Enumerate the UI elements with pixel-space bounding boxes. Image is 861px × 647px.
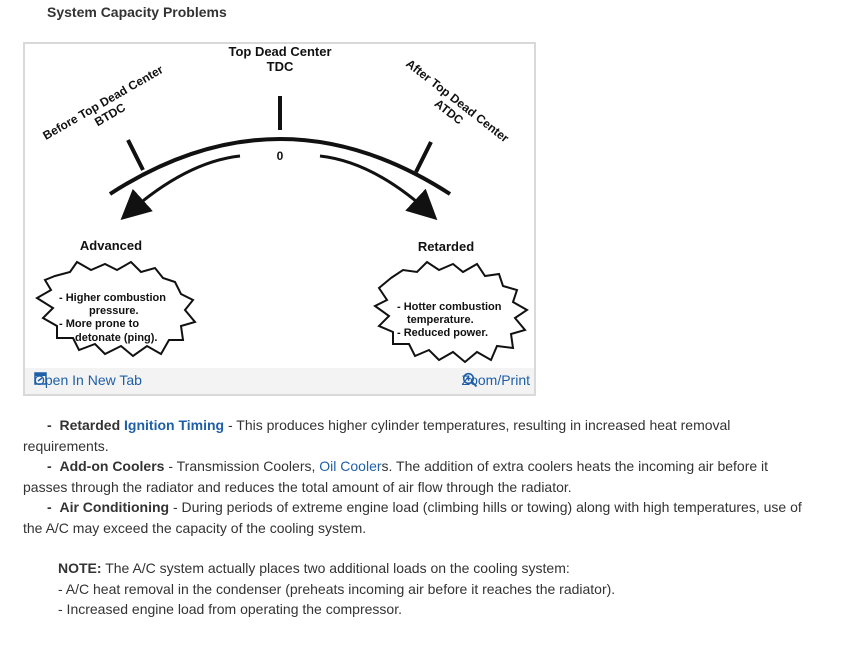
item-lead: Air Conditioning [59, 499, 170, 515]
article-body: - Retarded Ignition Timing - This produc… [23, 415, 813, 620]
bullet: - [47, 458, 52, 474]
retarded-bubble-line-1: - Hotter combustion [397, 301, 502, 313]
item-text: - During periods of extreme engine load … [23, 499, 802, 536]
ignition-timing-link[interactable]: Ignition Timing [124, 417, 225, 433]
note-text: The A/C system actually places two addit… [101, 560, 570, 576]
timing-arc-outer [108, 137, 452, 196]
item-lead: Add-on Coolers [59, 458, 165, 474]
open-new-tab-icon [34, 372, 47, 385]
note-line-1: - A/C heat removal in the condenser (pre… [58, 580, 616, 597]
atdc-title: After Top Dead Center [403, 56, 512, 145]
figure-toolbar: Open In New Tab Zoom/Print [25, 368, 534, 394]
open-in-new-tab-label: Open In New Tab [34, 372, 142, 388]
advance-arrow [120, 154, 241, 221]
retarded-label: Retarded [418, 239, 474, 254]
btdc-tick [126, 139, 145, 171]
item-text: - This produces higher cylinder temperat… [23, 417, 731, 454]
advanced-bubble-line-2: pressure. [89, 305, 139, 317]
note: NOTE: The A/C system actually places two… [23, 558, 813, 579]
item-lead: Retarded [59, 417, 121, 433]
zoom-in-icon [462, 372, 477, 388]
atdc-tick [414, 141, 433, 173]
zoom-print-link[interactable]: Zoom/Print [462, 372, 530, 388]
zero-label: 0 [277, 149, 284, 163]
note-label: NOTE: [58, 560, 102, 576]
bullet: - [47, 417, 52, 433]
item-text: s. The addition of extra coolers heats t… [23, 458, 769, 495]
retarded-starburst [373, 260, 529, 364]
item-add-on-coolers: - Add-on Coolers - Transmission Coolers,… [23, 456, 813, 497]
btdc-title: Before Top Dead Center [40, 62, 165, 143]
retard-arrow [319, 154, 438, 221]
advanced-bubble-line-3: - More prone to [59, 318, 139, 330]
timing-diagram: 0 Top Dead Center TDC Before Top Dead Ce… [35, 44, 529, 364]
tdc-title: Top Dead Center [228, 44, 331, 59]
tdc-abbr: TDC [267, 59, 294, 74]
oil-cooler-link[interactable]: Oil Cooler [319, 458, 382, 474]
open-in-new-tab-link[interactable]: Open In New Tab [34, 372, 142, 388]
item-pre: - Transmission Coolers, [164, 458, 320, 474]
retarded-bubble-line-3: - Reduced power. [397, 327, 488, 339]
advanced-label: Advanced [80, 238, 142, 253]
item-retarded-timing: - Retarded Ignition Timing - This produc… [23, 415, 813, 456]
note-line-2: - Increased engine load from operating t… [58, 601, 402, 617]
item-air-conditioning: - Air Conditioning - During periods of e… [23, 497, 813, 538]
advanced-starburst [35, 260, 197, 358]
retarded-bubble-line-2: temperature. [407, 314, 474, 326]
advanced-bubble-line-4: detonate (ping). [75, 332, 158, 344]
timing-diagram-figure: 0 Top Dead Center TDC Before Top Dead Ce… [23, 42, 536, 396]
zoom-print-label: Zoom/Print [461, 372, 530, 388]
bullet: - [47, 499, 52, 515]
section-title: System Capacity Problems [47, 4, 227, 20]
advanced-bubble-line-1: - Higher combustion [59, 292, 166, 304]
